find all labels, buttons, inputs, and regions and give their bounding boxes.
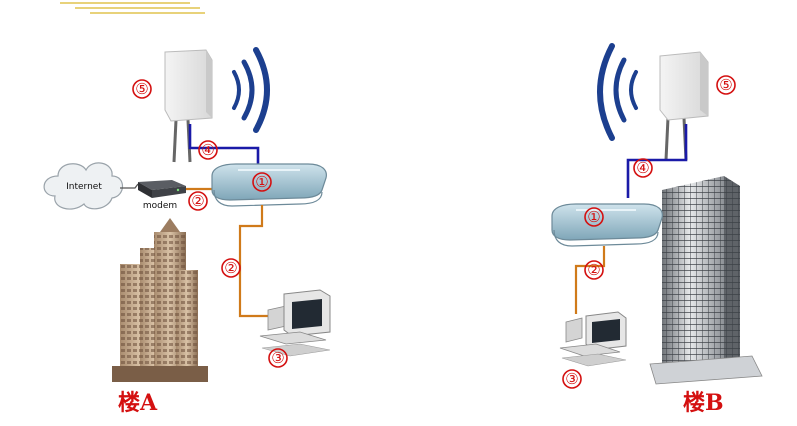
computer-right xyxy=(559,311,627,367)
marker-antenna-link-right: ④ xyxy=(633,158,653,178)
svg-text:⑤: ⑤ xyxy=(719,76,732,94)
svg-text:②: ② xyxy=(191,192,204,210)
marker-antenna-left: ⑤ xyxy=(132,79,152,99)
marker-cable-right: ② xyxy=(584,260,604,280)
marker-cable-modem: ② xyxy=(188,191,208,211)
building-a xyxy=(112,218,208,382)
router-left xyxy=(211,163,327,207)
svg-text:⑤: ⑤ xyxy=(135,80,148,98)
svg-text:④: ④ xyxy=(636,159,649,177)
svg-text:①: ① xyxy=(255,173,268,191)
router-computer-cable-left xyxy=(238,205,276,318)
marker-computer-right: ③ xyxy=(562,369,582,389)
svg-text:②: ② xyxy=(224,259,237,277)
modem-label: modem xyxy=(143,201,177,211)
svg-text:④: ④ xyxy=(201,141,214,159)
router-computer-cable-right xyxy=(574,246,606,314)
building-b-label: 楼B xyxy=(683,390,724,416)
marker-router-right: ① xyxy=(584,207,604,227)
svg-text:②: ② xyxy=(587,261,600,279)
building-b xyxy=(649,176,763,385)
marker-computer-left: ③ xyxy=(268,348,288,368)
marker-router-left: ① xyxy=(252,172,272,192)
marker-cable-left: ② xyxy=(221,258,241,278)
building-a-label: 楼A xyxy=(118,390,158,416)
top-decoration xyxy=(60,2,205,14)
modem-device: modem xyxy=(138,180,186,211)
antenna-cable-right xyxy=(626,124,688,198)
router-right xyxy=(551,203,663,247)
computer-left xyxy=(259,289,331,357)
svg-text:③: ③ xyxy=(565,370,578,388)
marker-antenna-right: ⑤ xyxy=(716,75,736,95)
internet-cloud: Internet xyxy=(43,162,124,210)
panel-antenna-right xyxy=(659,51,709,161)
internet-modem-cable xyxy=(120,183,139,189)
marker-antenna-link-left: ④ xyxy=(198,140,218,160)
internet-label: Internet xyxy=(66,182,102,192)
signal-wave-right xyxy=(597,43,638,141)
antenna-cable-left xyxy=(188,124,260,170)
svg-text:③: ③ xyxy=(271,349,284,367)
svg-text:①: ① xyxy=(587,208,600,226)
signal-wave-left xyxy=(232,47,270,133)
